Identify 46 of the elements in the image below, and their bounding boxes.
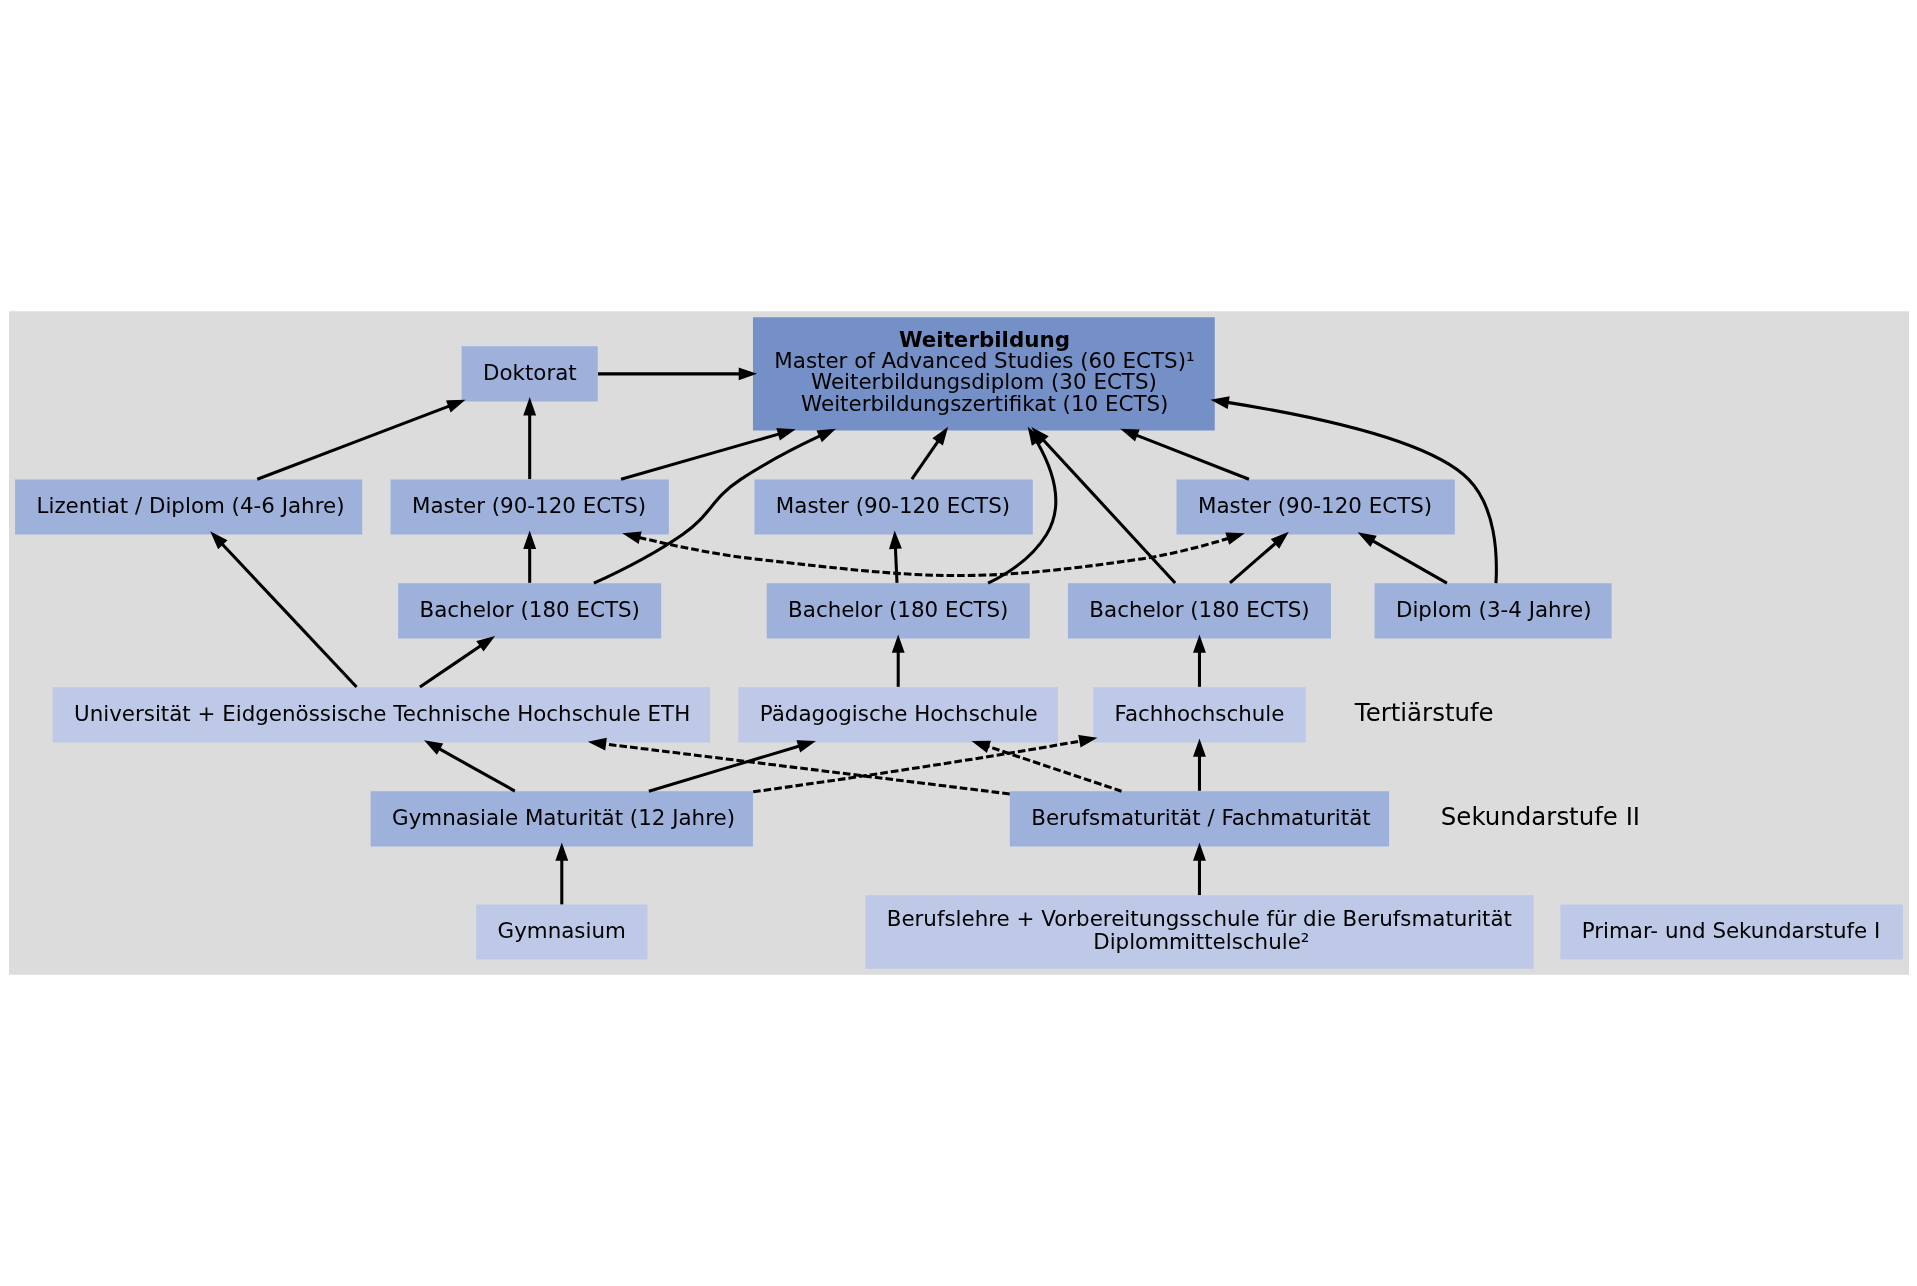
node-box: Master (90-120 ECTS) — [390, 479, 669, 535]
arrow — [554, 842, 568, 905]
arrow — [970, 740, 1122, 793]
node-box: Master (90-120 ECTS) — [753, 479, 1033, 535]
arrow — [256, 399, 465, 481]
arrow — [1210, 396, 1498, 584]
node-box: Gymnasiale Maturität (12 Jahre) — [370, 791, 753, 847]
arrow — [1228, 531, 1289, 584]
node-box: Master (90-120 ECTS) — [1176, 479, 1455, 535]
arrow — [891, 634, 905, 687]
node-box: Primar- und Sekundarstufe I — [1559, 904, 1903, 960]
node-box: Bachelor (180 ECTS) — [397, 583, 661, 639]
arrow — [587, 737, 1010, 796]
node-box: Bachelor (180 ECTS) — [1067, 583, 1331, 639]
arrow — [522, 397, 536, 480]
arrow — [209, 531, 358, 689]
arrow — [522, 530, 536, 583]
arrow — [597, 367, 757, 381]
arrow — [752, 734, 1097, 794]
arrow — [647, 740, 816, 793]
arrow — [888, 530, 902, 583]
node-box: Berufslehre + Vorbereitungsschule für die Berufsmaturität Diplommittelschule² — [864, 895, 1534, 969]
node-box: Universität + Eidgenössische Technische Hochschule ETH — [52, 687, 710, 743]
arrow — [1119, 428, 1249, 481]
node-box: Berufsmaturität / Fachmaturität — [1009, 791, 1389, 847]
node-box: Bachelor (180 ECTS) — [766, 583, 1030, 639]
arrow — [592, 428, 836, 585]
arrow — [1357, 532, 1448, 585]
arrow — [621, 531, 1245, 578]
arrow — [620, 428, 796, 481]
node-box: Doktorat — [461, 346, 598, 402]
arrow — [423, 740, 516, 793]
node-box: Weiterbildung Master of Advanced Studies (60 ECTS)¹ Weiterbildungsdiplom (30 ECTS) Weiterbildungszertifikat (10 ECTS) — [752, 317, 1215, 431]
node-box: Lizentiat / Diplom (4-6 Jahre) — [14, 479, 362, 535]
label: Sekundarstufe II — [1440, 801, 1640, 831]
arrow — [1192, 842, 1206, 896]
node-box: Pädagogische Hochschule — [737, 687, 1058, 743]
node-box: Diplom (3-4 Jahre) — [1374, 583, 1612, 639]
label: Tertiärstufe — [1354, 697, 1494, 727]
arrow — [1192, 738, 1206, 791]
node-box: Fachhochschule — [1092, 687, 1306, 743]
arrow — [418, 635, 495, 689]
arrow — [1192, 634, 1206, 687]
arrow — [1030, 427, 1176, 584]
node-box: Gymnasium — [475, 904, 647, 960]
arrow — [910, 426, 948, 480]
